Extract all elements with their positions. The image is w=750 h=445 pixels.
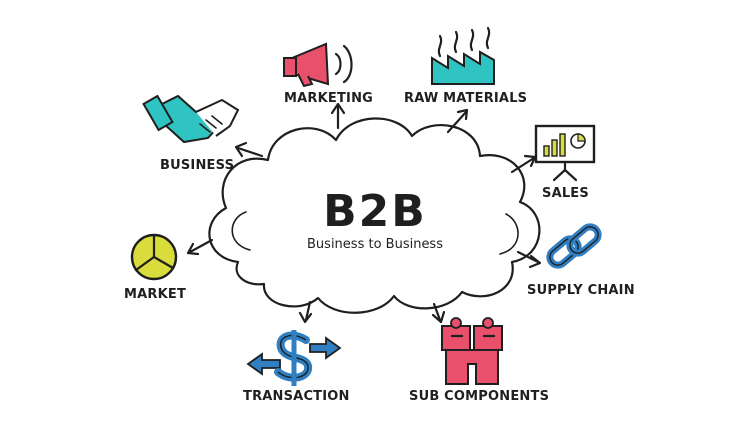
node-label-raw-materials: RAW MATERIALS (404, 91, 528, 106)
presentation-board-icon (534, 124, 596, 182)
central-cloud (208, 117, 541, 314)
chain-link-icon (546, 223, 602, 269)
connector-arrows (186, 102, 542, 324)
factory-icon (431, 26, 495, 85)
dollar-arrows-icon (246, 330, 342, 386)
diagram-title: B2B (323, 186, 427, 237)
diagram-subtitle: Business to Business (307, 237, 443, 252)
megaphone-icon (283, 42, 353, 88)
node-label-supply-chain: SUPPLY CHAIN (527, 283, 635, 298)
node-label-sub-components: SUB COMPONENTS (409, 389, 550, 404)
node-label-sales: SALES (542, 186, 589, 201)
node-label-transaction: TRANSACTION (243, 389, 350, 404)
handshake-icon (142, 94, 240, 144)
node-label-market: MARKET (124, 287, 187, 302)
node-label-business: BUSINESS (160, 158, 235, 173)
puzzle-pieces-icon (441, 317, 503, 385)
node-label-marketing: MARKETING (284, 91, 374, 106)
pie-chart-icon (130, 233, 178, 281)
